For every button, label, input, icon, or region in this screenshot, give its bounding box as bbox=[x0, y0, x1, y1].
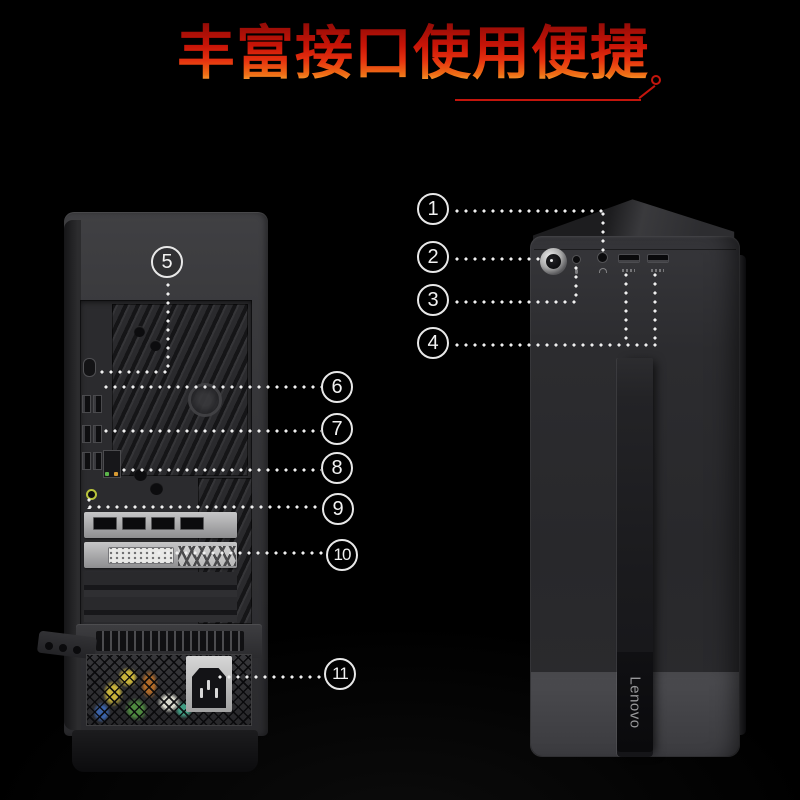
callout-5: 5 bbox=[151, 246, 183, 278]
leader-line-7 bbox=[104, 429, 321, 433]
power-pin bbox=[207, 680, 210, 690]
leader-line-1 bbox=[455, 209, 605, 213]
usb-port bbox=[82, 395, 91, 413]
callout-6: 6 bbox=[321, 371, 353, 403]
leader-line-5 bbox=[100, 370, 170, 374]
usb-port bbox=[93, 452, 102, 470]
mic-jack bbox=[572, 255, 581, 264]
page-title: 丰富接口使用便捷 bbox=[0, 21, 800, 85]
power-button-core bbox=[546, 254, 561, 269]
rear-tower-side-panel bbox=[64, 220, 81, 730]
leader-line-1-drop bbox=[601, 212, 605, 252]
front-tower-side-edge bbox=[738, 255, 746, 735]
usb-speed-marking bbox=[622, 269, 635, 272]
leader-line-4 bbox=[455, 343, 657, 347]
leader-line-11 bbox=[218, 675, 324, 679]
headphone-icon bbox=[599, 268, 607, 273]
ethernet-port bbox=[103, 450, 121, 478]
callout-11: 11 bbox=[324, 658, 356, 690]
hdmi-port bbox=[83, 358, 96, 377]
arm-hole bbox=[45, 642, 53, 650]
callout-9: 9 bbox=[322, 493, 354, 525]
leader-line-4-rise-b bbox=[653, 273, 657, 345]
screw-hole bbox=[150, 482, 163, 495]
leader-line-3 bbox=[455, 300, 578, 304]
leader-line-6 bbox=[104, 385, 322, 389]
arm-hole bbox=[59, 644, 67, 652]
leader-line-9-drop bbox=[87, 498, 91, 509]
callout-1: 1 bbox=[417, 193, 449, 225]
callout-8: 8 bbox=[321, 452, 353, 484]
brand-logo-text: Lenovo bbox=[626, 675, 644, 729]
usb-port bbox=[82, 425, 91, 443]
displayport-port bbox=[151, 517, 175, 530]
rear-tower-foot bbox=[72, 730, 258, 772]
audio-jack bbox=[86, 489, 97, 500]
ethernet-led-amber bbox=[114, 472, 118, 476]
leader-line-5-drop bbox=[166, 283, 170, 373]
usb-port bbox=[93, 395, 102, 413]
callout-7: 7 bbox=[321, 413, 353, 445]
circuit-node-icon bbox=[651, 75, 661, 85]
title-underline-diagonal bbox=[638, 85, 656, 99]
leader-line-8 bbox=[122, 468, 321, 472]
front-usb-port bbox=[618, 254, 640, 263]
psu-slot-bar-slits bbox=[96, 631, 244, 651]
headphone-jack bbox=[597, 252, 608, 263]
expansion-slot-covers bbox=[84, 572, 237, 622]
power-pin bbox=[200, 688, 203, 698]
bracket-vent-hatch bbox=[178, 546, 236, 566]
usb-port bbox=[93, 425, 102, 443]
power-led bbox=[550, 259, 553, 262]
rear-vent-grille bbox=[112, 304, 248, 476]
power-pin bbox=[215, 688, 218, 698]
displayport-port bbox=[93, 517, 117, 530]
callout-2: 2 bbox=[417, 241, 449, 273]
dvi-port bbox=[108, 547, 174, 564]
callout-4: 4 bbox=[417, 327, 449, 359]
displayport-port bbox=[122, 517, 146, 530]
screw-hole bbox=[150, 340, 161, 351]
screw-hole bbox=[134, 326, 145, 337]
ethernet-led-green bbox=[105, 472, 109, 476]
callout-10: 10 bbox=[326, 539, 358, 571]
usb-speed-marking bbox=[651, 269, 664, 272]
leader-line-9 bbox=[88, 505, 322, 509]
front-panel-seam bbox=[534, 249, 736, 250]
callout-3: 3 bbox=[417, 284, 449, 316]
title-underline bbox=[455, 99, 641, 101]
arm-hole bbox=[73, 646, 81, 654]
leader-line-10 bbox=[148, 551, 326, 555]
displayport-port bbox=[180, 517, 204, 530]
leader-line-2 bbox=[455, 257, 540, 261]
front-usb-port bbox=[647, 254, 669, 263]
lenovo-badge: Lenovo bbox=[617, 652, 653, 752]
usb-port bbox=[82, 452, 91, 470]
leader-line-3-rise bbox=[574, 266, 578, 302]
leader-line-4-rise-a bbox=[624, 273, 628, 345]
